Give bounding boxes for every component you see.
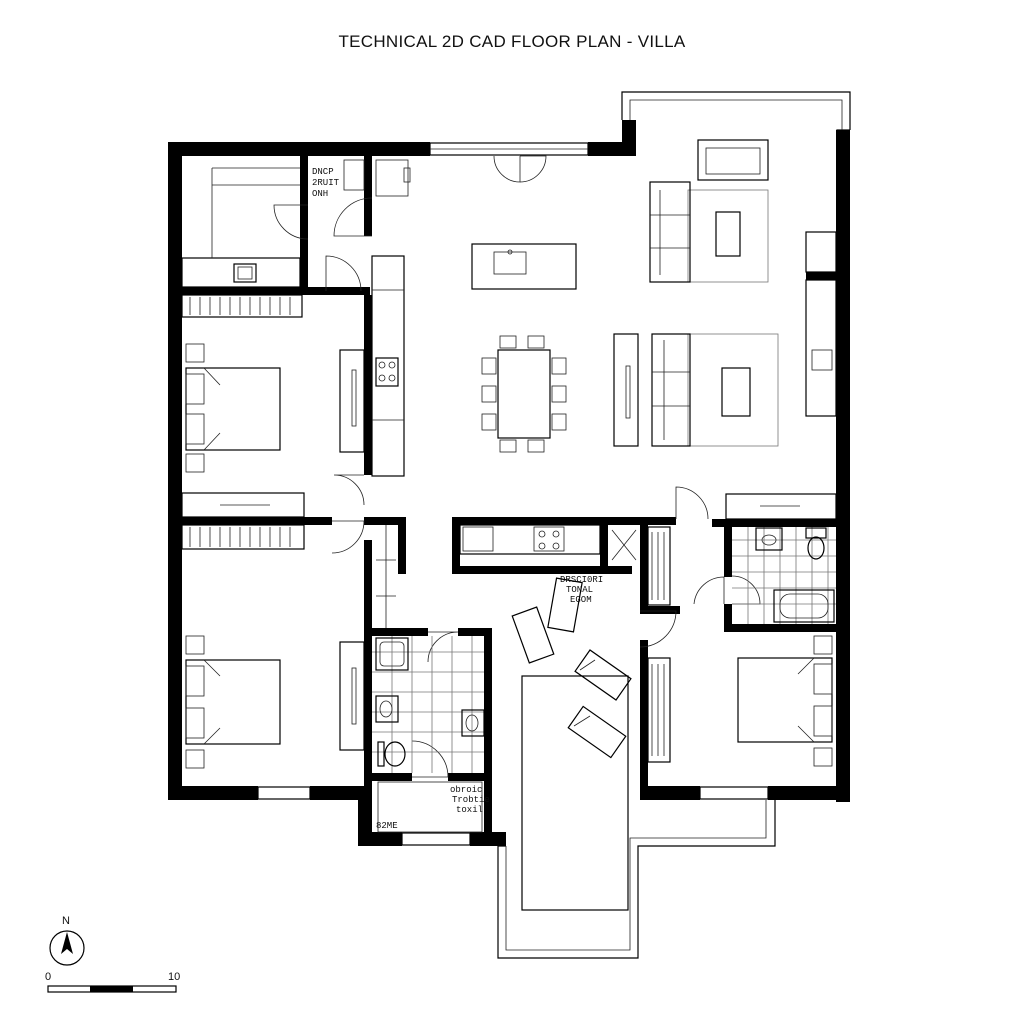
utility-label-1: DNCP — [312, 167, 334, 177]
scale-start-label: 0 — [45, 971, 51, 983]
bedroom-1 — [181, 294, 365, 518]
utility-room — [181, 159, 411, 288]
storage-room — [611, 529, 637, 561]
wc-label-1: obroic — [450, 785, 482, 795]
storage-label-3: EGOM — [570, 595, 592, 605]
living-room — [613, 139, 837, 520]
wardrobe-rail-1 — [189, 297, 291, 315]
pool — [521, 675, 629, 911]
master-bathroom — [732, 527, 836, 624]
bedroom-2 — [181, 524, 365, 769]
storage-label-2: TONAL — [566, 585, 593, 595]
scale-bar — [47, 985, 177, 993]
stair-strips — [647, 526, 671, 763]
dining-table-set — [481, 335, 567, 453]
interior-walls — [182, 156, 850, 838]
utility-label-3: ONH — [312, 189, 328, 199]
kitchen — [371, 243, 601, 555]
bathroom-2 — [372, 636, 485, 773]
wc-room — [377, 781, 483, 833]
north-label: N — [62, 915, 70, 927]
corridor-closet — [376, 525, 396, 628]
cooktop — [375, 357, 399, 387]
sun-loungers — [511, 577, 632, 759]
bedroom-3 — [737, 635, 833, 767]
bed-2 — [185, 659, 281, 745]
kitchen-island — [471, 243, 577, 290]
scale-end-label: 10 — [168, 971, 180, 983]
bathtub — [773, 589, 835, 623]
kitchen-sink — [462, 526, 494, 552]
doors — [273, 155, 761, 778]
utility-label-2: 2RUIT — [312, 178, 340, 188]
bed-3 — [737, 657, 833, 743]
exterior-walls — [168, 120, 850, 846]
pool-terrace — [497, 577, 776, 959]
wc-label-4: 82ME — [376, 821, 398, 831]
exterior-windows — [168, 91, 851, 846]
plan-title: TECHNICAL 2D CAD FLOOR PLAN - VILLA — [338, 32, 686, 51]
wc-label-2: Trobtie — [452, 795, 490, 805]
stove — [533, 526, 565, 552]
storage-label-1: DRSCI0RI — [560, 575, 603, 585]
wc-label-3: toxil — [456, 805, 483, 815]
bed-1 — [185, 367, 281, 451]
north-compass — [49, 930, 85, 966]
